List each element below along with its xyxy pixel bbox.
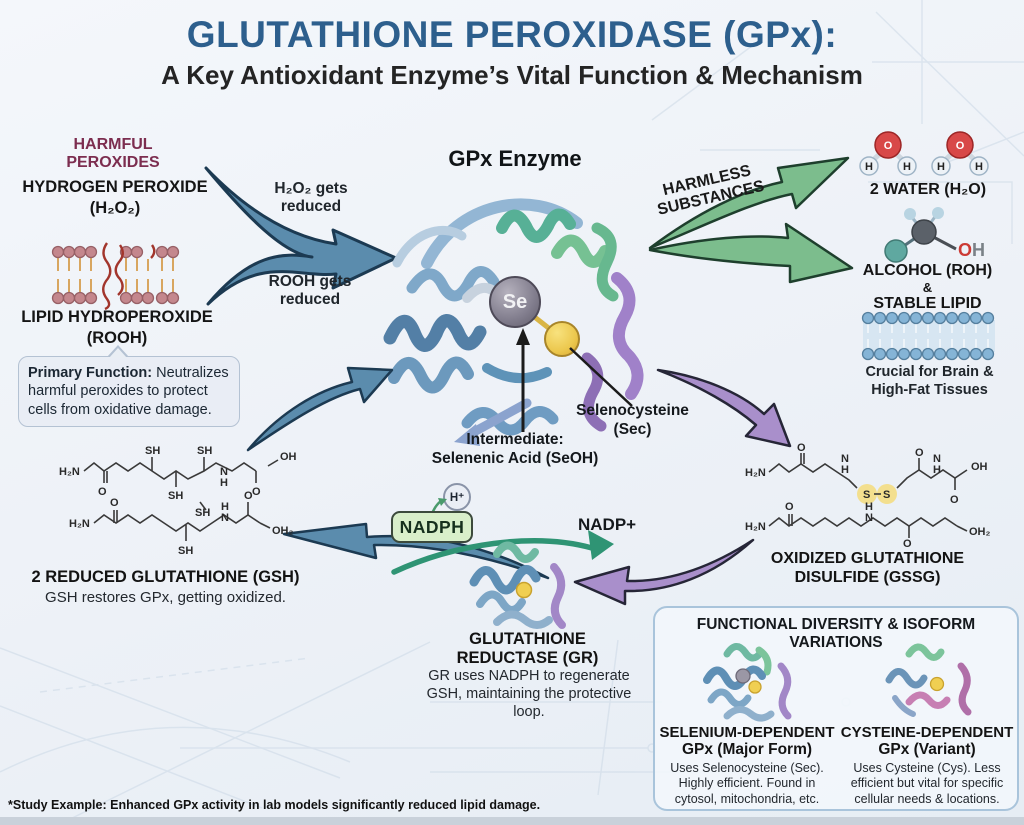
page-title: GLUTATHIONE PEROXIDASE (GPx): [186,14,838,55]
svg-text:N: N [865,512,873,524]
svg-text:O: O [797,442,806,454]
primary-function-callout: Primary Function: Neutralizes harmful pe… [18,345,240,427]
lipid-hydroperoxide-label: LIPID HYDROPEROXIDE (ROOH) [21,308,213,347]
gpx-enzyme-ribbon-illustration [383,198,644,446]
svg-text:N: N [221,512,229,524]
gssg-chemical-structure: H₂N O N H S S O N H OH O H₂N O H N O OH₂ [745,442,991,550]
enzyme-to-gssg-arrow [656,368,792,448]
gsh-chemical-structure: H₂N O SH SH SH N H OH O H₂N O H N SH SH … [59,445,297,557]
water-label: 2 WATER (H₂O) [869,181,987,198]
selenocysteine-label: Selenocysteine (Sec) [576,402,689,438]
svg-text:H: H [903,161,911,173]
svg-text:H₂N: H₂N [745,467,766,479]
gssg-label: OXIDIZED GLUTATHIONE DISULFIDE (GSSG) [770,550,965,587]
harmful-peroxides-label: HARMFUL PEROXIDES [66,136,160,172]
gr-to-gsh-arrow [282,522,550,580]
svg-text:O: O [785,501,794,513]
damaged-lipid-membrane-illustration [51,242,180,311]
water-molecules-illustration: O H H O H H [859,131,989,176]
cysteine-gpx-column: CYSTEINE-DEPENDENT GPx (Variant) Uses Cy… [840,724,1014,806]
page-subtitle: A Key Antioxidant Enzyme’s Vital Functio… [161,60,863,90]
input-arrow [204,166,398,306]
isoform-box-title: FUNCTIONAL DIVERSITY & ISOFORM VARIATION… [696,616,976,651]
selenium-atom-sphere: Se [489,276,541,328]
svg-text:O: O [950,494,959,506]
glutathione-reductase-ribbon-illustration [469,541,566,629]
isoform-variations-box: FUNCTIONAL DIVERSITY & ISOFORM VARIATION… [653,606,1019,811]
svg-text:O: O [110,497,119,509]
svg-text:O: O [98,486,107,498]
gpx-enzyme-heading: GPx Enzyme [448,146,582,171]
gssg-to-gr-arrow [573,538,755,606]
svg-text:H: H [221,501,229,513]
primary-function-prefix: Primary Function: [28,365,153,381]
svg-text:SH: SH [145,445,160,457]
svg-text:S: S [863,489,870,501]
alcohol-stable-lipid-label: ALCOHOL (ROH) & STABLE LIPID [862,262,993,312]
svg-text:H₂N: H₂N [69,518,90,530]
harmless-output-arrows [648,156,854,284]
svg-text:O: O [884,140,893,152]
svg-text:N: N [933,453,941,465]
svg-text:H: H [972,240,985,260]
gr-name-label: GLUTATHIONE REDUCTASE (GR) [456,630,599,668]
svg-text:OH₂: OH₂ [969,526,991,538]
svg-text:S: S [883,489,890,501]
svg-text:O: O [903,538,912,550]
selenium-gpx-thumbnail [703,643,792,722]
svg-text:O: O [252,486,261,498]
svg-text:O: O [915,447,924,459]
svg-text:H: H [937,161,945,173]
crucial-tissues-caption: Crucial for Brain & High-Fat Tissues [865,364,994,398]
selenium-gpx-column: SELENIUM-DEPENDENT GPx (Major Form) Uses… [659,724,835,806]
svg-text:H: H [865,161,873,173]
svg-text:H: H [865,501,873,513]
bottom-edge-strip [0,817,1024,825]
nadph-to-nadp-arrow [391,530,614,575]
primary-function-text: Neutralizes harmful peroxides to protect… [28,365,229,418]
h-plus-badge: H⁺ [443,483,471,511]
svg-text:OH: OH [280,451,297,463]
stable-lipid-bilayer-illustration [861,311,995,361]
svg-text:N: N [220,466,228,478]
svg-text:O: O [956,140,965,152]
svg-text:SH: SH [197,445,212,457]
svg-text:H: H [220,477,228,489]
svg-text:OH₂: OH₂ [272,525,294,537]
gsh-caption: GSH restores GPx, getting oxidized. [45,589,286,606]
svg-text:O: O [244,490,253,502]
intermediate-pointer-arrow [516,328,530,432]
svg-text:OH: OH [971,461,988,473]
svg-text:SH: SH [195,507,210,519]
svg-text:SH: SH [178,545,193,557]
footnote: *Study Example: Enhanced GPx activity in… [8,798,541,812]
svg-text:H₂N: H₂N [745,521,766,533]
nadph-badge: NADPH [391,511,473,543]
nadp-label: NADP+ [578,515,637,534]
gsh-label: 2 REDUCED GLUTATHIONE (GSH) [31,568,300,586]
svg-text:H: H [933,464,941,476]
svg-text:H: H [975,161,983,173]
svg-text:N: N [841,453,849,465]
gsh-to-enzyme-arrow [246,366,394,452]
svg-text:H: H [841,464,849,476]
rooh-reduced-label: ROOH gets reduced [268,273,352,309]
intermediate-label: Intermediate: Selenenic Acid (SeOH) [431,431,599,467]
selenocysteine-pointer-line [569,347,633,407]
svg-text:O: O [958,240,972,260]
svg-text:SH: SH [168,490,183,502]
cysteine-gpx-thumbnail [885,643,972,717]
alcohol-molecule-illustration: O H [884,207,985,263]
selenium-symbol: Se [502,290,528,313]
hydrogen-peroxide-label: HYDROGEN PEROXIDE (H₂O₂) [22,178,208,217]
h2o2-reduced-label: H₂O₂ gets reduced [274,180,348,216]
gr-caption: GR uses NADPH to regenerate GSH, maintai… [426,668,632,720]
svg-text:H₂N: H₂N [59,466,80,478]
